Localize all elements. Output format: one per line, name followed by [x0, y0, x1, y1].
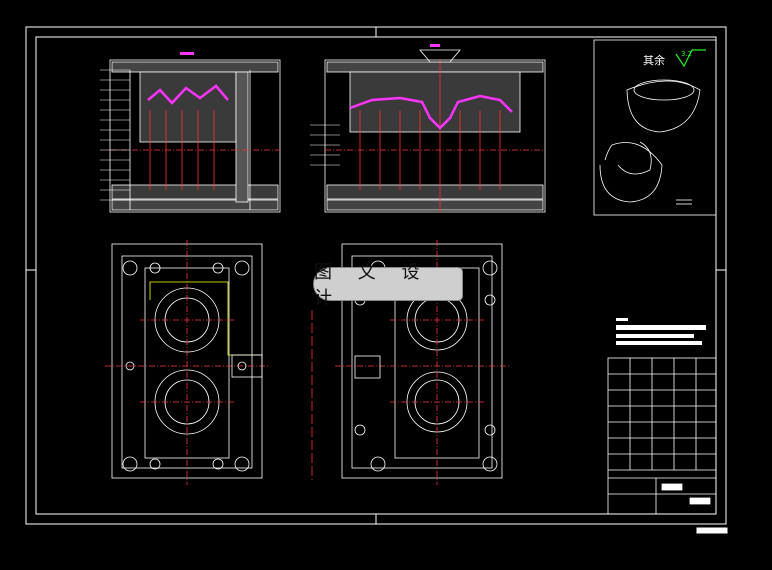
watermark-badge: 图 文 设 计 [314, 262, 462, 309]
left-plan-view [105, 240, 270, 485]
cavity-profile-side [349, 94, 513, 130]
technical-notes [616, 318, 706, 345]
title-block [607, 357, 717, 515]
roughness-value: 3.2 [681, 50, 692, 58]
side-section-view [310, 44, 546, 213]
cavity-profile [147, 84, 229, 105]
part-iso-view [626, 80, 701, 133]
watermark-text: 图 文 设 计 [314, 262, 430, 309]
part-detail-box [593, 39, 717, 216]
surface-roughness-label: 其余 [643, 54, 665, 67]
part-cut-view [599, 142, 663, 203]
sheet-border [25, 26, 728, 534]
right-plan-view [311, 240, 510, 485]
front-section-view [100, 52, 281, 213]
roughness-symbol [675, 49, 706, 68]
